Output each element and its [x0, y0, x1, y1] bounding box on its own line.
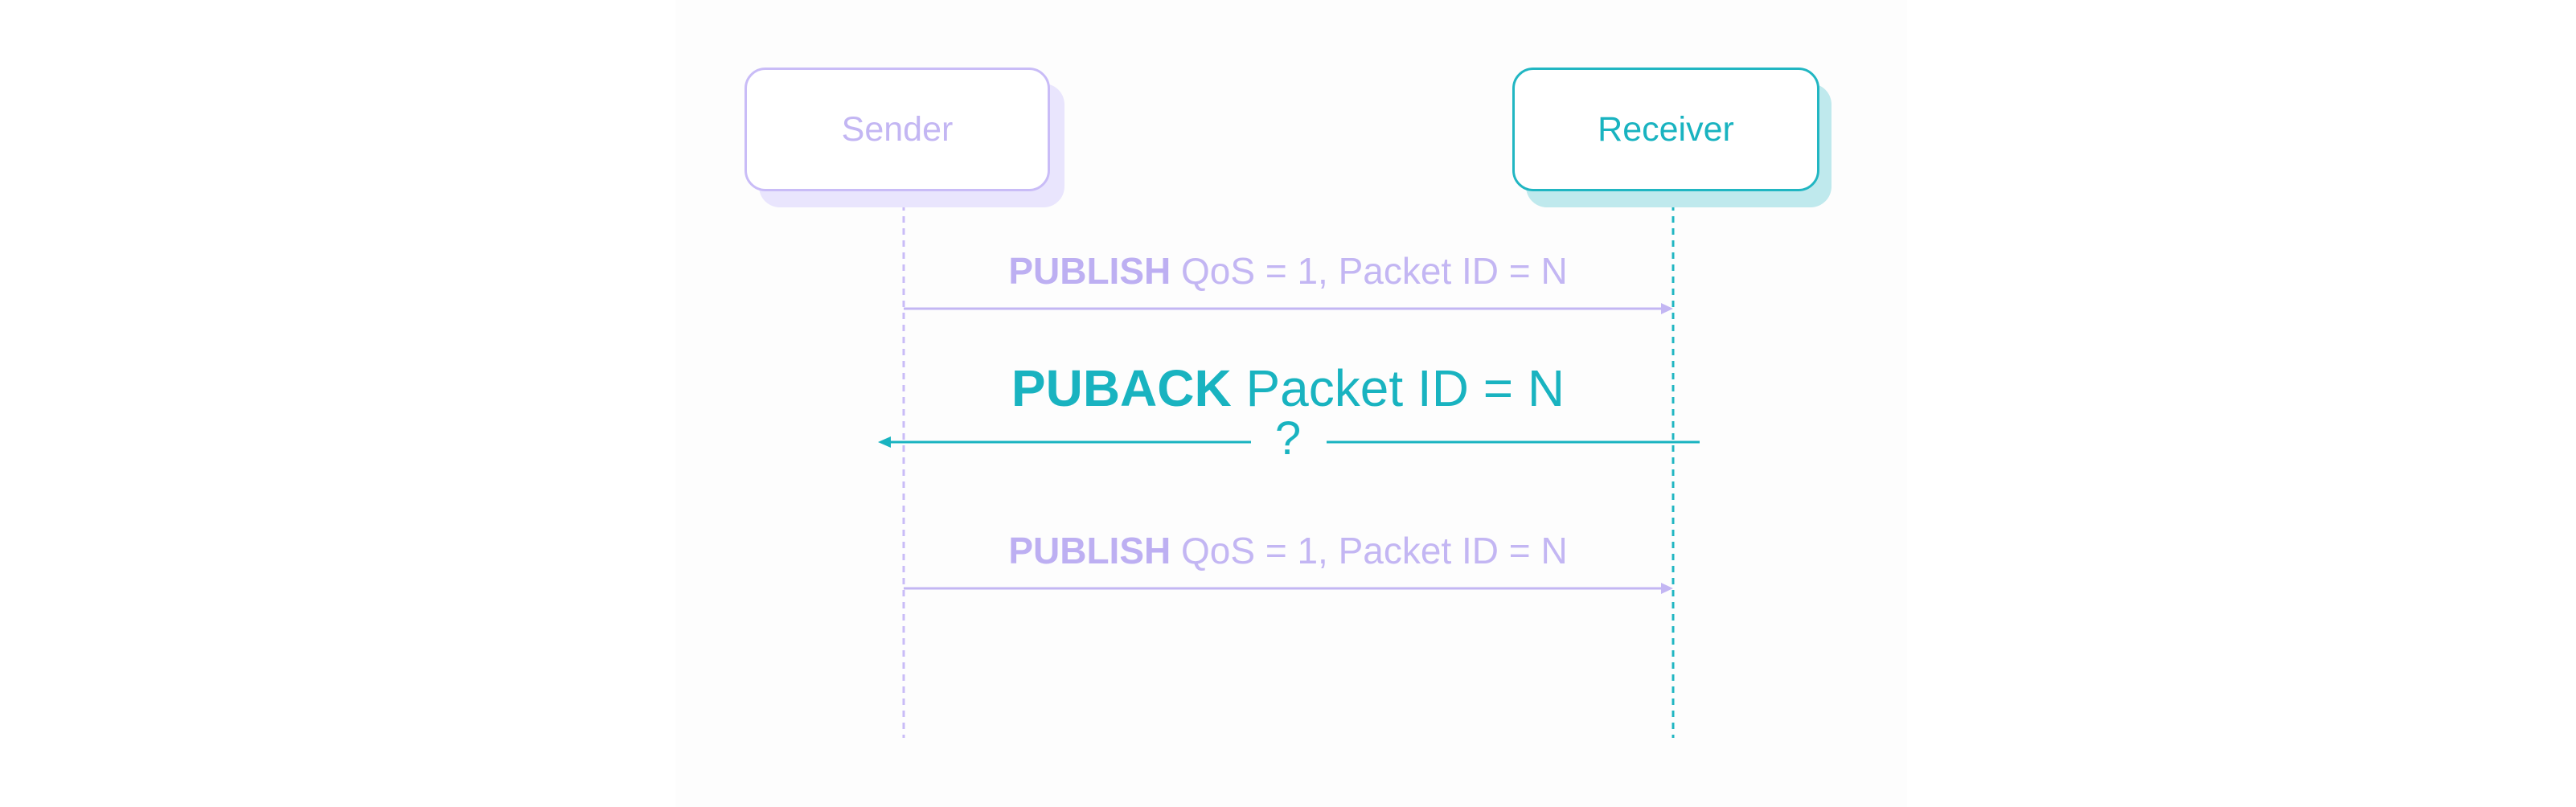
message-3-text: QoS = 1, Packet ID = N [1181, 530, 1568, 571]
sender-label: Sender [841, 109, 954, 149]
receiver-label: Receiver [1598, 109, 1734, 149]
lost-message-marker: ? [1274, 412, 1302, 465]
message-1-label: PUBLISH QoS = 1, Packet ID = N [1008, 249, 1567, 293]
sender-actor: Sender [744, 68, 1050, 191]
receiver-actor: Receiver [1512, 68, 1819, 191]
message-2-label: PUBACK Packet ID = N [1011, 358, 1565, 418]
message-1-text: QoS = 1, Packet ID = N [1181, 250, 1568, 292]
message-1-keyword: PUBLISH [1008, 250, 1171, 292]
message-2-text: Packet ID = N [1245, 359, 1565, 417]
message-1-arrowhead [1661, 303, 1673, 314]
message-2-arrowhead [878, 436, 891, 448]
message-3-arrowhead [1661, 583, 1673, 594]
message-3-keyword: PUBLISH [1008, 530, 1171, 571]
message-3-label: PUBLISH QoS = 1, Packet ID = N [1008, 529, 1567, 572]
message-2-keyword: PUBACK [1011, 359, 1232, 417]
